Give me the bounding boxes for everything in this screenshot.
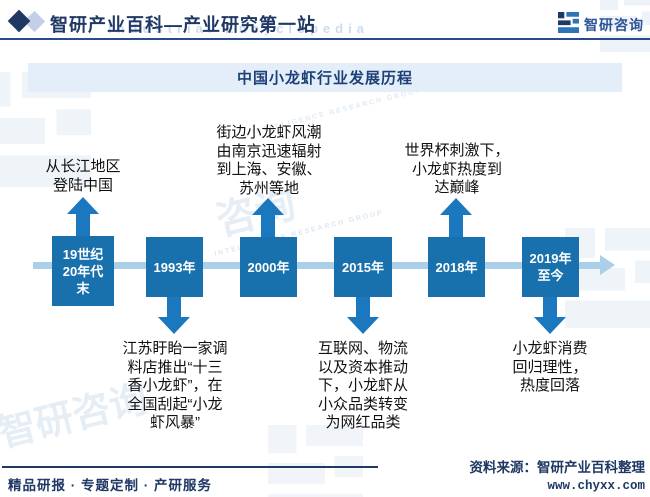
down-arrow-icon [347,297,379,334]
up-arrow-icon [252,198,284,237]
brand-name: 智研咨询 [584,17,644,33]
timeline-arrowhead-icon [600,255,615,275]
source-note: 资料来源：智研产业百科整理 [469,460,646,475]
brand-logo-icon [558,12,579,38]
milestone-note: 从长江地区 登陆中国 [45,158,121,194]
milestone-period: 2015年 [334,237,392,297]
website-url: www.chyxx.com [547,479,645,493]
milestone-period: 2019年 至今 [522,237,579,297]
milestone-period: 2000年 [240,237,297,297]
site-title: 智研产业百科—产业研究第一站 [50,15,316,35]
footer-source-block: 资料来源：智研产业百科整理 www.chyxx.com [470,456,646,493]
diamond-icon [7,9,31,33]
down-arrow-icon [534,297,566,334]
watermark-logo [268,425,363,497]
footer-divider [2,466,378,468]
milestone-note: 世界杯刺激下， 小龙虾热度到 达巅峰 [404,142,510,196]
milestone-note: 互联网、物流 以及资本推动 下，小龙虾从 小众品类转变 为网红品类 [317,340,408,431]
milestone-period: 2018年 [428,237,485,297]
milestone-period: 19世纪 20年代 末 [52,236,114,306]
diagram-title: 中国小龙虾行业发展历程 [28,63,622,92]
header-watermark-text: Industrial Encyclopedia [108,21,369,36]
page-header: Industrial Encyclopedia 智研产业百科—产业研究第一站 智… [0,0,650,40]
timeline-axis [33,262,602,269]
milestone-note: 江苏盱眙一家调 料店推出“十三 香小龙虾”，在 全国刮起“小龙 虾风暴” [122,340,228,431]
footer-services: 精品研报 · 专题定制 · 产研服务 [8,478,212,493]
up-arrow-icon [67,197,99,236]
milestone-note: 街边小龙虾风潮 由南京迅速辐射 到上海、安徽、 苏州等地 [216,124,322,197]
milestone-period: 1993年 [146,237,203,297]
milestone-note: 小龙虾消费 回归理性， 热度回落 [512,340,588,394]
down-arrow-icon [158,297,190,334]
brand-logo: 智研咨询 [558,12,644,38]
up-arrow-icon [440,198,472,237]
